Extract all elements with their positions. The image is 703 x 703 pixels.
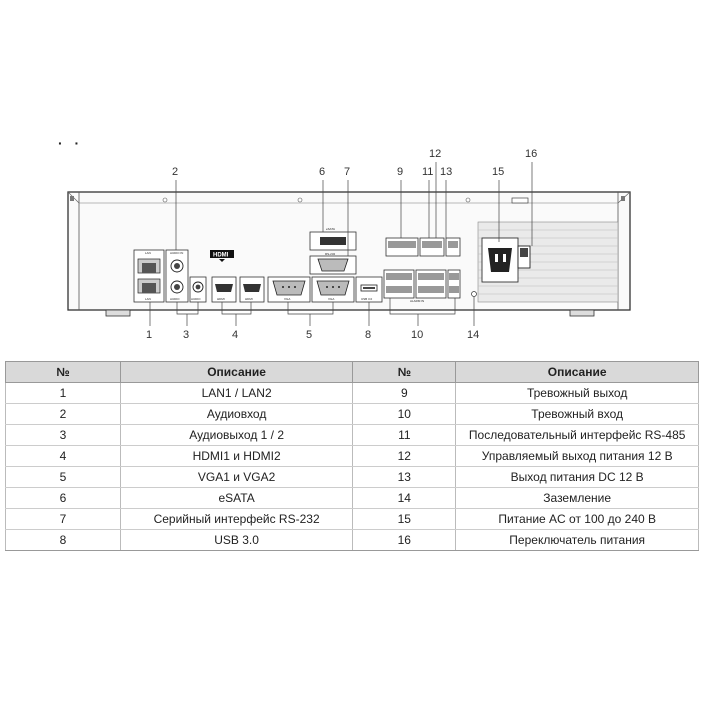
cell-number: 7 xyxy=(5,508,121,530)
cell-description: Аудиовход xyxy=(119,403,354,425)
cell-description: LAN1 / LAN2 xyxy=(119,382,354,404)
header-description-1: Описание xyxy=(119,361,354,383)
cell-description: Управляемый выход питания 12 В xyxy=(455,445,699,467)
callout-15: 15 xyxy=(492,166,504,178)
audio-out2-label: AUDIO xyxy=(191,297,201,301)
cell-description: eSATA xyxy=(119,487,354,509)
alarm-terminals: ALARM IN xyxy=(383,237,461,303)
hdmi-logo: HDMI xyxy=(213,253,229,259)
page-marks: · · xyxy=(58,135,84,151)
usb-port: USB 3.0 xyxy=(355,276,383,303)
cell-description: HDMI1 и HDMI2 xyxy=(119,445,354,467)
callout-16: 16 xyxy=(525,148,537,160)
header-number-1: № xyxy=(5,361,121,383)
cell-description: Выход питания DC 12 В xyxy=(455,466,699,488)
cell-description: Аудиовыход 1 / 2 xyxy=(119,424,354,446)
callout-9: 9 xyxy=(397,166,403,178)
callout-8: 8 xyxy=(365,329,371,341)
cell-number: 12 xyxy=(352,445,457,467)
callout-5: 5 xyxy=(306,329,312,341)
alarm-in-label: ALARM IN xyxy=(410,299,424,303)
cell-number: 15 xyxy=(352,508,457,530)
table-row: 3 Аудиовыход 1 / 2 11 Последовательный и… xyxy=(5,424,699,446)
ports-description-table: № Описание № Описание 1 LAN1 / LAN2 9 Тр… xyxy=(5,361,699,551)
cell-number: 4 xyxy=(5,445,121,467)
audio-out-label: AUDIO xyxy=(170,297,180,301)
callout-14: 14 xyxy=(467,329,479,341)
lan-top-label: LAN xyxy=(145,251,151,255)
table-row: 7 Серийный интерфейс RS-232 15 Питание A… xyxy=(5,508,699,530)
cell-description: Переключатель питания xyxy=(455,529,699,551)
lan-ports: LAN LAN xyxy=(133,249,165,303)
cell-description: Заземление xyxy=(455,487,699,509)
callout-3: 3 xyxy=(183,329,189,341)
cell-number: 10 xyxy=(352,403,457,425)
cell-number: 11 xyxy=(352,424,457,446)
cell-number: 13 xyxy=(352,466,457,488)
callout-2: 2 xyxy=(172,166,178,178)
callout-4: 4 xyxy=(232,329,238,341)
hdmi1-label: HDMI xyxy=(217,297,225,301)
cell-number: 8 xyxy=(5,529,121,551)
cell-description: Тревожный вход xyxy=(455,403,699,425)
callout-7: 7 xyxy=(344,166,350,178)
audio-ports: AUDIO IN AUDIO AUDIO xyxy=(165,249,207,303)
callout-1: 1 xyxy=(146,329,152,341)
table-header-row: № Описание № Описание xyxy=(5,361,699,383)
cell-description: VGA1 и VGA2 xyxy=(119,466,354,488)
header-description-2: Описание xyxy=(455,361,699,383)
esata-label: eSATA xyxy=(326,227,335,231)
table-row: 1 LAN1 / LAN2 9 Тревожный выход xyxy=(5,382,699,404)
cell-description: USB 3.0 xyxy=(119,529,354,551)
cell-number: 16 xyxy=(352,529,457,551)
hdmi-ports: HDMI HDMI HDMI xyxy=(210,250,265,303)
callout-13: 13 xyxy=(440,166,452,178)
cell-number: 1 xyxy=(5,382,121,404)
esata-rs232-ports: eSATA RS-232 xyxy=(309,227,357,275)
rear-panel-diagram: LAN LAN AUDIO IN AUDIO AUDIO HDMI HDMI H… xyxy=(67,148,631,341)
cell-description: Питание AC от 100 до 240 В xyxy=(455,508,699,530)
table-row: 8 USB 3.0 16 Переключатель питания xyxy=(5,529,699,551)
callout-numbers: 1 2 3 4 5 6 7 8 9 10 11 12 13 14 15 16 xyxy=(146,148,537,341)
power-section xyxy=(471,221,619,303)
rs232-label: RS-232 xyxy=(325,252,336,256)
lan-bottom-label: LAN xyxy=(145,297,151,301)
table-row: 5 VGA1 и VGA2 13 Выход питания DC 12 В xyxy=(5,466,699,488)
cell-number: 14 xyxy=(352,487,457,509)
cell-number: 9 xyxy=(352,382,457,404)
callout-6: 6 xyxy=(319,166,325,178)
callout-11: 11 xyxy=(422,166,433,178)
cell-number: 5 xyxy=(5,466,121,488)
cell-number: 6 xyxy=(5,487,121,509)
audio-in-label: AUDIO IN xyxy=(170,251,183,255)
cell-number: 2 xyxy=(5,403,121,425)
usb-label: USB 3.0 xyxy=(361,297,373,301)
callout-12: 12 xyxy=(429,148,441,160)
cell-description: Тревожный выход xyxy=(455,382,699,404)
cell-description: Последовательный интерфейс RS-485 xyxy=(455,424,699,446)
callout-10: 10 xyxy=(411,329,423,341)
vga-label: VGA xyxy=(284,297,290,301)
hdmi2-label: HDMI xyxy=(245,297,253,301)
table-row: 4 HDMI1 и HDMI2 12 Управляемый выход пит… xyxy=(5,445,699,467)
cell-description: Серийный интерфейс RS-232 xyxy=(119,508,354,530)
vga2-label: VGA xyxy=(328,297,334,301)
header-number-2: № xyxy=(352,361,457,383)
callout-lines xyxy=(149,162,533,326)
table-row: 2 Аудиовход 10 Тревожный вход xyxy=(5,403,699,425)
table-row: 6 eSATA 14 Заземление xyxy=(5,487,699,509)
cell-number: 3 xyxy=(5,424,121,446)
